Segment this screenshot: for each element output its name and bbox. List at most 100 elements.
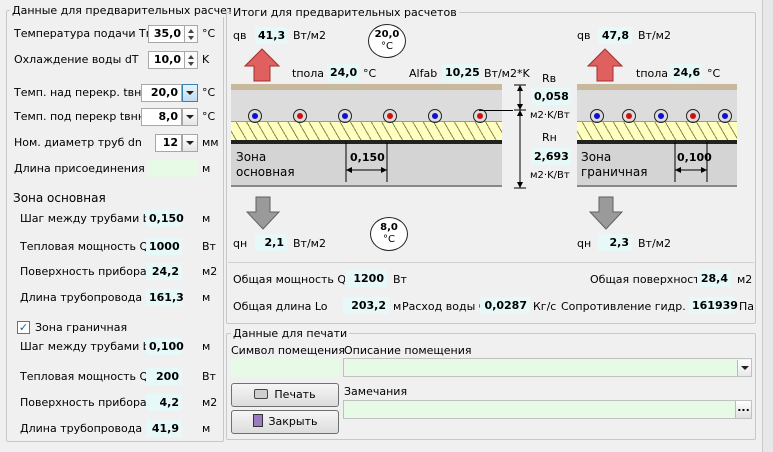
floor-section-border: Зона граничная 0,100 xyxy=(577,84,737,189)
border-length-value: 41,9 xyxy=(146,420,182,437)
rv-label: Rв xyxy=(542,72,557,85)
room-desc-dropdown[interactable] xyxy=(737,360,751,376)
main-length-unit: м xyxy=(202,291,211,304)
pipe-supply xyxy=(718,109,732,123)
qv-main-value: 41,3 xyxy=(255,27,287,44)
pitch-main-value: 0,150 xyxy=(350,151,385,164)
pipe-diameter-unit: мм xyxy=(202,136,219,149)
zone-main-title: Зона основная xyxy=(13,191,106,205)
totals-separator xyxy=(228,262,754,263)
main-power-label: Тепловая мощность Qo xyxy=(20,240,155,253)
print-data-group xyxy=(226,333,756,440)
zone-border-label-line2: граничная xyxy=(581,165,648,179)
temp-above-label: Темп. над перекр. tвнв xyxy=(14,86,148,99)
total-power-value: 1200 xyxy=(345,270,387,287)
border-length-unit: м xyxy=(202,422,211,435)
main-power-unit: Вт xyxy=(202,240,216,253)
resistance-unit: Па xyxy=(739,300,755,313)
alfab-label: Alfab xyxy=(409,67,438,80)
cooling-input[interactable]: 10,0 xyxy=(148,51,185,69)
zone-border-title[interactable]: Зона граничная xyxy=(35,321,128,334)
supply-temp-input[interactable]: 35,0 xyxy=(148,25,185,43)
flow-unit: Кг/с xyxy=(533,300,557,313)
pipe-supply xyxy=(590,109,604,123)
pipe-supply xyxy=(338,109,352,123)
notes-label: Замечания xyxy=(344,385,408,398)
pipe-supply xyxy=(654,109,668,123)
temp-above-input[interactable]: 20,0 xyxy=(141,84,182,102)
pipe-diameter-input[interactable]: 12 xyxy=(155,134,182,152)
qn-main-label: qн xyxy=(233,237,248,250)
temp-below-input[interactable]: 8,0 xyxy=(141,108,182,126)
resistance-label: Сопротивление гидр. dP xyxy=(561,300,703,313)
total-area-value: 28,4 xyxy=(697,270,731,287)
lower-temp-ellipse: 8,0 °C xyxy=(370,217,408,251)
total-power-unit: Вт xyxy=(393,273,407,286)
slab-line xyxy=(577,140,737,144)
heat-up-arrow-main xyxy=(244,48,280,82)
notes-ellipsis-button[interactable]: ... xyxy=(735,401,751,418)
border-power-unit: Вт xyxy=(202,370,216,383)
main-area-unit: м2 xyxy=(202,265,218,278)
border-power-value: 200 xyxy=(146,368,182,385)
close-door-icon xyxy=(252,414,263,427)
qv-main-label: qв xyxy=(233,29,247,42)
main-pitch-value: 0,150 xyxy=(146,210,184,227)
qn-main-value: 2,1 xyxy=(255,234,287,251)
room-symbol-label: Символ помещения xyxy=(231,344,345,357)
border-area-unit: м2 xyxy=(202,396,218,409)
zone-border-label-line1: Зона xyxy=(581,150,612,164)
zone-main-label-line2: основная xyxy=(236,165,295,179)
pipe-return xyxy=(686,109,700,123)
temp-above-unit: °C xyxy=(202,86,216,99)
insulation-layer xyxy=(231,122,502,140)
main-power-value: 1000 xyxy=(146,238,182,255)
pipe-diameter-dropdown[interactable] xyxy=(182,134,198,152)
connection-length-unit: м xyxy=(202,162,211,175)
upper-temp-ellipse: 20,0 °C xyxy=(368,24,406,58)
cooling-spinner[interactable] xyxy=(185,51,198,69)
floor-temp-border-unit: °C xyxy=(707,67,721,80)
floor-section-main: Зона основная 0,150 xyxy=(231,84,513,189)
alfab-unit: Вт/м2*K xyxy=(484,67,530,80)
printer-icon xyxy=(254,389,269,399)
floor-temp-main-value: 24,0 xyxy=(327,64,359,81)
temp-below-label: Темп. под перекр tвнн xyxy=(14,110,146,123)
preliminary-data-title: Данные для предварительных расчетов xyxy=(10,4,249,17)
rn-unit: м2·K/Вт xyxy=(530,170,570,181)
rv-unit: м2·K/Вт xyxy=(530,110,570,121)
qn-border-value: 2,3 xyxy=(598,234,632,251)
floor-temp-border-label: tпола xyxy=(636,67,669,80)
border-pitch-unit: м xyxy=(202,340,211,353)
cooling-unit: K xyxy=(202,53,210,66)
pipe-supply xyxy=(248,109,262,123)
supply-temp-spinner[interactable] xyxy=(185,25,198,43)
temp-below-unit: °C xyxy=(202,110,216,123)
alfab-value: 10,25 xyxy=(442,64,480,81)
print-button[interactable]: Печать xyxy=(231,383,339,407)
close-button[interactable]: Закрыть xyxy=(231,410,339,434)
room-desc-label: Описание помещения xyxy=(344,344,472,357)
zone-border-checkbox[interactable]: ✓ xyxy=(17,321,30,334)
pipe-return xyxy=(383,109,397,123)
border-pitch-value: 0,100 xyxy=(146,338,184,355)
floor-temp-main-label: tпола xyxy=(292,67,325,80)
flow-label: Расход воды G xyxy=(402,300,488,313)
total-length-label: Общая длина Lo xyxy=(233,300,328,313)
border-area-value: 4,2 xyxy=(146,394,182,411)
temp-above-dropdown[interactable] xyxy=(182,84,198,102)
pipe-return xyxy=(293,109,307,123)
flow-value: 0,0287 xyxy=(480,297,530,314)
temp-below-dropdown[interactable] xyxy=(182,108,198,126)
results-group xyxy=(226,12,756,324)
connection-length-input[interactable] xyxy=(147,160,198,177)
pipe-supply xyxy=(428,109,442,123)
connection-length-label: Длина присоединения Ln xyxy=(14,162,162,175)
room-desc-combo[interactable] xyxy=(343,358,752,377)
notes-input[interactable]: ... xyxy=(343,400,752,419)
qn-border-unit: Вт/м2 xyxy=(638,237,671,250)
total-area-label: Общая поверхность Fo xyxy=(590,273,723,286)
zone-main-label-line1: Зона xyxy=(236,150,267,164)
room-symbol-input[interactable] xyxy=(231,358,339,377)
main-area-value: 24,2 xyxy=(146,263,182,280)
